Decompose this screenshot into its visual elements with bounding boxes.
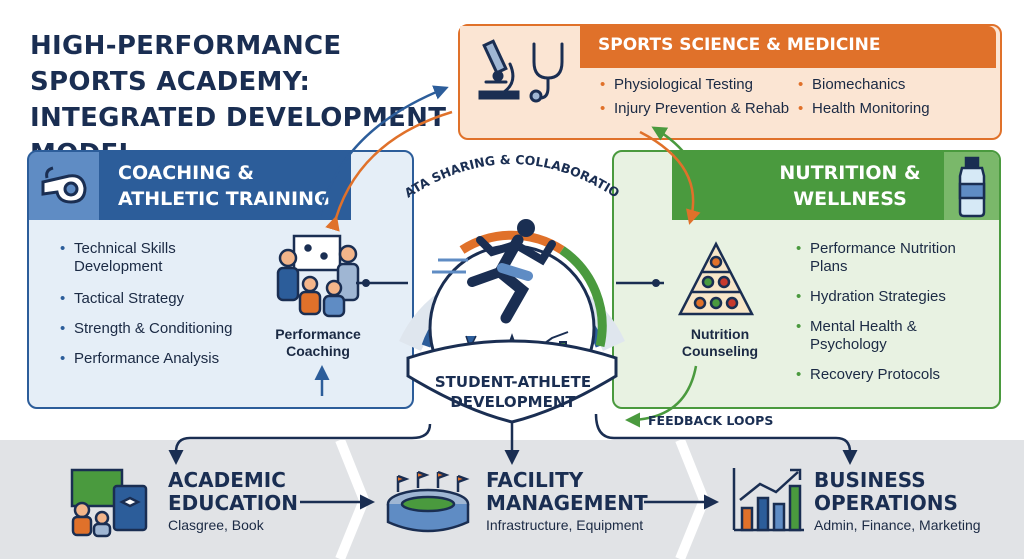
business-subtitle: Admin, Finance, Marketing (814, 517, 981, 533)
academic-icon (70, 468, 148, 538)
whistle-icon (41, 166, 87, 204)
sports-science-list-right: Biomechanics Health Monitoring (798, 76, 978, 124)
list-item: Physiological Testing (600, 76, 800, 94)
food-pyramid-icon (677, 241, 755, 316)
feedback-loops-label: FEEDBACK LOOPS (648, 413, 774, 428)
svg-text:DATA SHARING & COLLABORATION: DATA SHARING & COLLABORATION (380, 140, 622, 201)
business-title: BUSINESS OPERATIONS (814, 468, 958, 515)
list-item: Health Monitoring (798, 100, 978, 118)
sports-science-icon-box (460, 26, 580, 106)
list-item: Technical Skills Development (60, 240, 260, 276)
list-item: Strength & Conditioning (60, 320, 260, 338)
list-item: Recovery Protocols (796, 366, 986, 384)
center-hub: DATA SHARING & COLLABORATION (380, 140, 625, 424)
coaching-title: COACHING & ATHLETIC TRAINING (118, 162, 330, 210)
academic-title: ACADEMIC EDUCATION (168, 468, 298, 515)
facility-title: FACILITY MANAGEMENT (486, 468, 648, 515)
nutrition-counseling-label: Nutrition Counseling (681, 326, 759, 359)
sports-science-list-left: Physiological Testing Injury Prevention … (600, 76, 800, 124)
list-item: Biomechanics (798, 76, 978, 94)
list-item: Hydration Strategies (796, 288, 986, 306)
sports-science-title: SPORTS SCIENCE & MEDICINE (598, 35, 881, 55)
water-bottle-icon (958, 156, 986, 218)
data-sharing-label: DATA SHARING & COLLABORATION (380, 140, 622, 201)
list-item: Mental Health & Psychology (796, 318, 986, 354)
coaching-list: Technical Skills Development Tactical St… (60, 240, 260, 368)
facility-subtitle: Infrastructure, Equipment (486, 517, 644, 533)
runner-icon (432, 219, 556, 324)
academic-subtitle: Clasgree, Book (168, 517, 264, 533)
nutrition-icon-box (944, 152, 999, 220)
performance-coaching-label: Performance Coaching (275, 326, 361, 359)
bar-chart-icon (732, 468, 804, 532)
list-item: Injury Prevention & Rehab (600, 100, 800, 118)
page-title: HIGH-PERFORMANCE SPORTS ACADEMY: INTEGRA… (30, 31, 447, 169)
nutrition-header (672, 152, 944, 220)
nutrition-title: NUTRITION & WELLNESS (779, 162, 921, 210)
nutrition-list: Performance Nutrition Plans Hydration St… (796, 240, 986, 384)
performance-coaching-icon (276, 234, 360, 318)
list-item: Tactical Strategy (60, 290, 260, 308)
list-item: Performance Nutrition Plans (796, 240, 986, 276)
list-item: Performance Analysis (60, 350, 260, 368)
student-athlete-label: STUDENT-ATHLETE DEVELOPMENT (434, 373, 592, 411)
microscope-stethoscope-icon (478, 39, 564, 103)
coaching-icon-box (29, 152, 99, 220)
stadium-icon (386, 470, 470, 533)
